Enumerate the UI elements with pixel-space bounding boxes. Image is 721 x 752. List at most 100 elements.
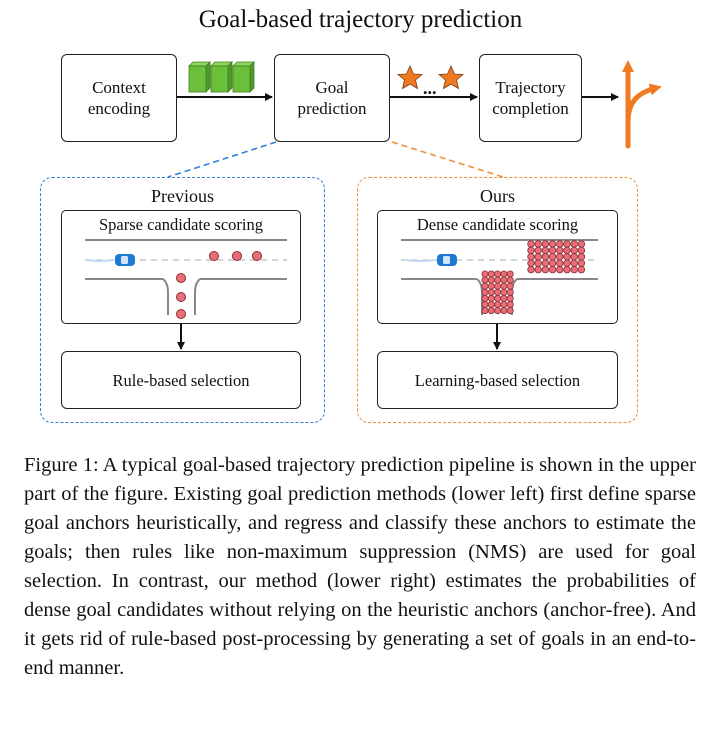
- dense-goal-dot: [556, 265, 564, 274]
- context-encoding-box: Context encoding: [61, 54, 177, 142]
- dense-goal-dot: [494, 300, 502, 308]
- connector-to-ours: [391, 141, 504, 178]
- figure-title: Goal-based trajectory prediction: [198, 6, 523, 33]
- rule-based-selection-label: Rule-based selection: [112, 370, 250, 390]
- dense-goal-dot: [494, 282, 502, 290]
- dense-goal-dot: [481, 307, 489, 315]
- dense-goal-dot: [570, 265, 578, 274]
- dense-goal-dot: [534, 259, 542, 267]
- caption-text: Figure 1: A typical goal-based trajector…: [24, 454, 696, 679]
- car-icon: [85, 254, 135, 266]
- car-icon: [403, 254, 457, 266]
- dense-goal-dot: [577, 265, 586, 274]
- dense-goal-dot: [577, 246, 586, 255]
- dense-goal-dot: [563, 246, 571, 255]
- dense-goal-dot: [541, 265, 550, 274]
- dense-goal-dot: [563, 240, 571, 248]
- dense-goal-dot: [487, 307, 495, 315]
- dense-goal-dot: [541, 253, 550, 261]
- dense-goal-dot: [500, 300, 508, 308]
- dense-goal-dot: [556, 240, 564, 248]
- previous-panel: Previous: [40, 177, 325, 423]
- dense-goal-dot: [500, 288, 508, 296]
- figure-graphics: ...: [85, 60, 662, 350]
- dense-goal-dot: [500, 282, 508, 290]
- connector-to-previous: [167, 141, 277, 178]
- dense-goal-dot: [577, 240, 586, 248]
- dense-goal-dot: [487, 276, 495, 284]
- dense-goal-dot: [534, 265, 542, 274]
- ours-panel: Ours: [357, 177, 638, 423]
- dense-goal-dot: [481, 300, 489, 308]
- dense-goal-dot: [541, 246, 550, 255]
- dense-goal-dot: [556, 259, 564, 267]
- feature-cubes-icon: [188, 61, 255, 93]
- dense-goal-dot: [506, 288, 514, 296]
- stars-ellipsis: ...: [423, 78, 437, 98]
- dense-goal-dot: [494, 288, 502, 296]
- dense-goal-dot: [548, 265, 557, 274]
- learning-based-selection-label: Learning-based selection: [414, 370, 581, 390]
- dense-goal-dot: [487, 282, 495, 290]
- context-encoding-line1: Context: [92, 78, 146, 97]
- dense-goal-dot: [506, 294, 514, 302]
- dense-goal-dot: [577, 253, 586, 261]
- dense-goal-dot: [506, 307, 514, 315]
- dense-goal-dot: [506, 300, 514, 308]
- previous-label: Previous: [151, 186, 214, 206]
- dense-goal-dot: [548, 253, 557, 261]
- dense-goal-dot: [494, 294, 502, 302]
- dense-goal-dot: [506, 276, 514, 284]
- sparse-scene-label: Sparse candidate scoring: [98, 215, 264, 234]
- dense-goal-dot: [556, 246, 564, 255]
- dense-goal-dot: [541, 240, 550, 248]
- dense-goal-dot: [527, 240, 535, 248]
- dense-scene-label: Dense candidate scoring: [416, 215, 579, 234]
- dense-goal-dot: [563, 265, 571, 274]
- goal-stars-icon: [396, 65, 465, 90]
- dense-goal-dot: [534, 240, 542, 248]
- goal-prediction-box: Goal prediction: [274, 54, 390, 142]
- learning-based-selection-box: Learning-based selection: [377, 351, 618, 409]
- dense-goal-dots: [481, 240, 586, 315]
- dense-goal-dot: [563, 259, 571, 267]
- dense-goal-dot: [548, 246, 557, 255]
- dense-goal-dot: [494, 270, 502, 278]
- dense-goal-dot: [494, 307, 502, 315]
- goal-prediction-line1: Goal: [315, 78, 349, 97]
- dense-goal-dot: [506, 282, 514, 290]
- sparse-goal-dots: [176, 251, 262, 319]
- dense-goal-dot: [500, 276, 508, 284]
- sparse-scene-box: Sparse candidate scoring: [61, 210, 301, 324]
- dense-goal-dot: [563, 253, 571, 261]
- dense-goal-dot: [481, 270, 489, 278]
- trajectory-completion-line1: Trajectory: [495, 78, 566, 97]
- dense-goal-dot: [570, 246, 578, 255]
- dense-goal-dot: [481, 288, 489, 296]
- ours-label: Ours: [480, 186, 515, 206]
- dense-goal-dot: [487, 270, 495, 278]
- dense-goal-dot: [577, 259, 586, 267]
- dense-goal-dot: [570, 253, 578, 261]
- dense-goal-dot: [494, 276, 502, 284]
- dense-goal-dot: [506, 270, 514, 278]
- dense-goal-dot: [527, 265, 535, 274]
- dense-goal-dot: [481, 282, 489, 290]
- dense-goal-dot: [527, 246, 535, 255]
- dense-goal-dot: [527, 253, 535, 261]
- dense-goal-dot: [487, 294, 495, 302]
- dense-goal-dot: [570, 240, 578, 248]
- dense-goal-dot: [500, 307, 508, 315]
- dense-goal-dot: [548, 259, 557, 267]
- dense-goal-dot: [570, 259, 578, 267]
- dense-goal-dot: [481, 276, 489, 284]
- dense-goal-dot: [527, 259, 535, 267]
- dense-goal-dot: [556, 253, 564, 261]
- dense-goal-dot: [487, 300, 495, 308]
- dense-goal-dot: [548, 240, 557, 248]
- dense-goal-dot: [487, 288, 495, 296]
- dense-goal-dot: [541, 259, 550, 267]
- rule-based-selection-box: Rule-based selection: [61, 351, 301, 409]
- trajectory-completion-line2: completion: [492, 99, 569, 118]
- goal-prediction-line2: prediction: [297, 99, 367, 118]
